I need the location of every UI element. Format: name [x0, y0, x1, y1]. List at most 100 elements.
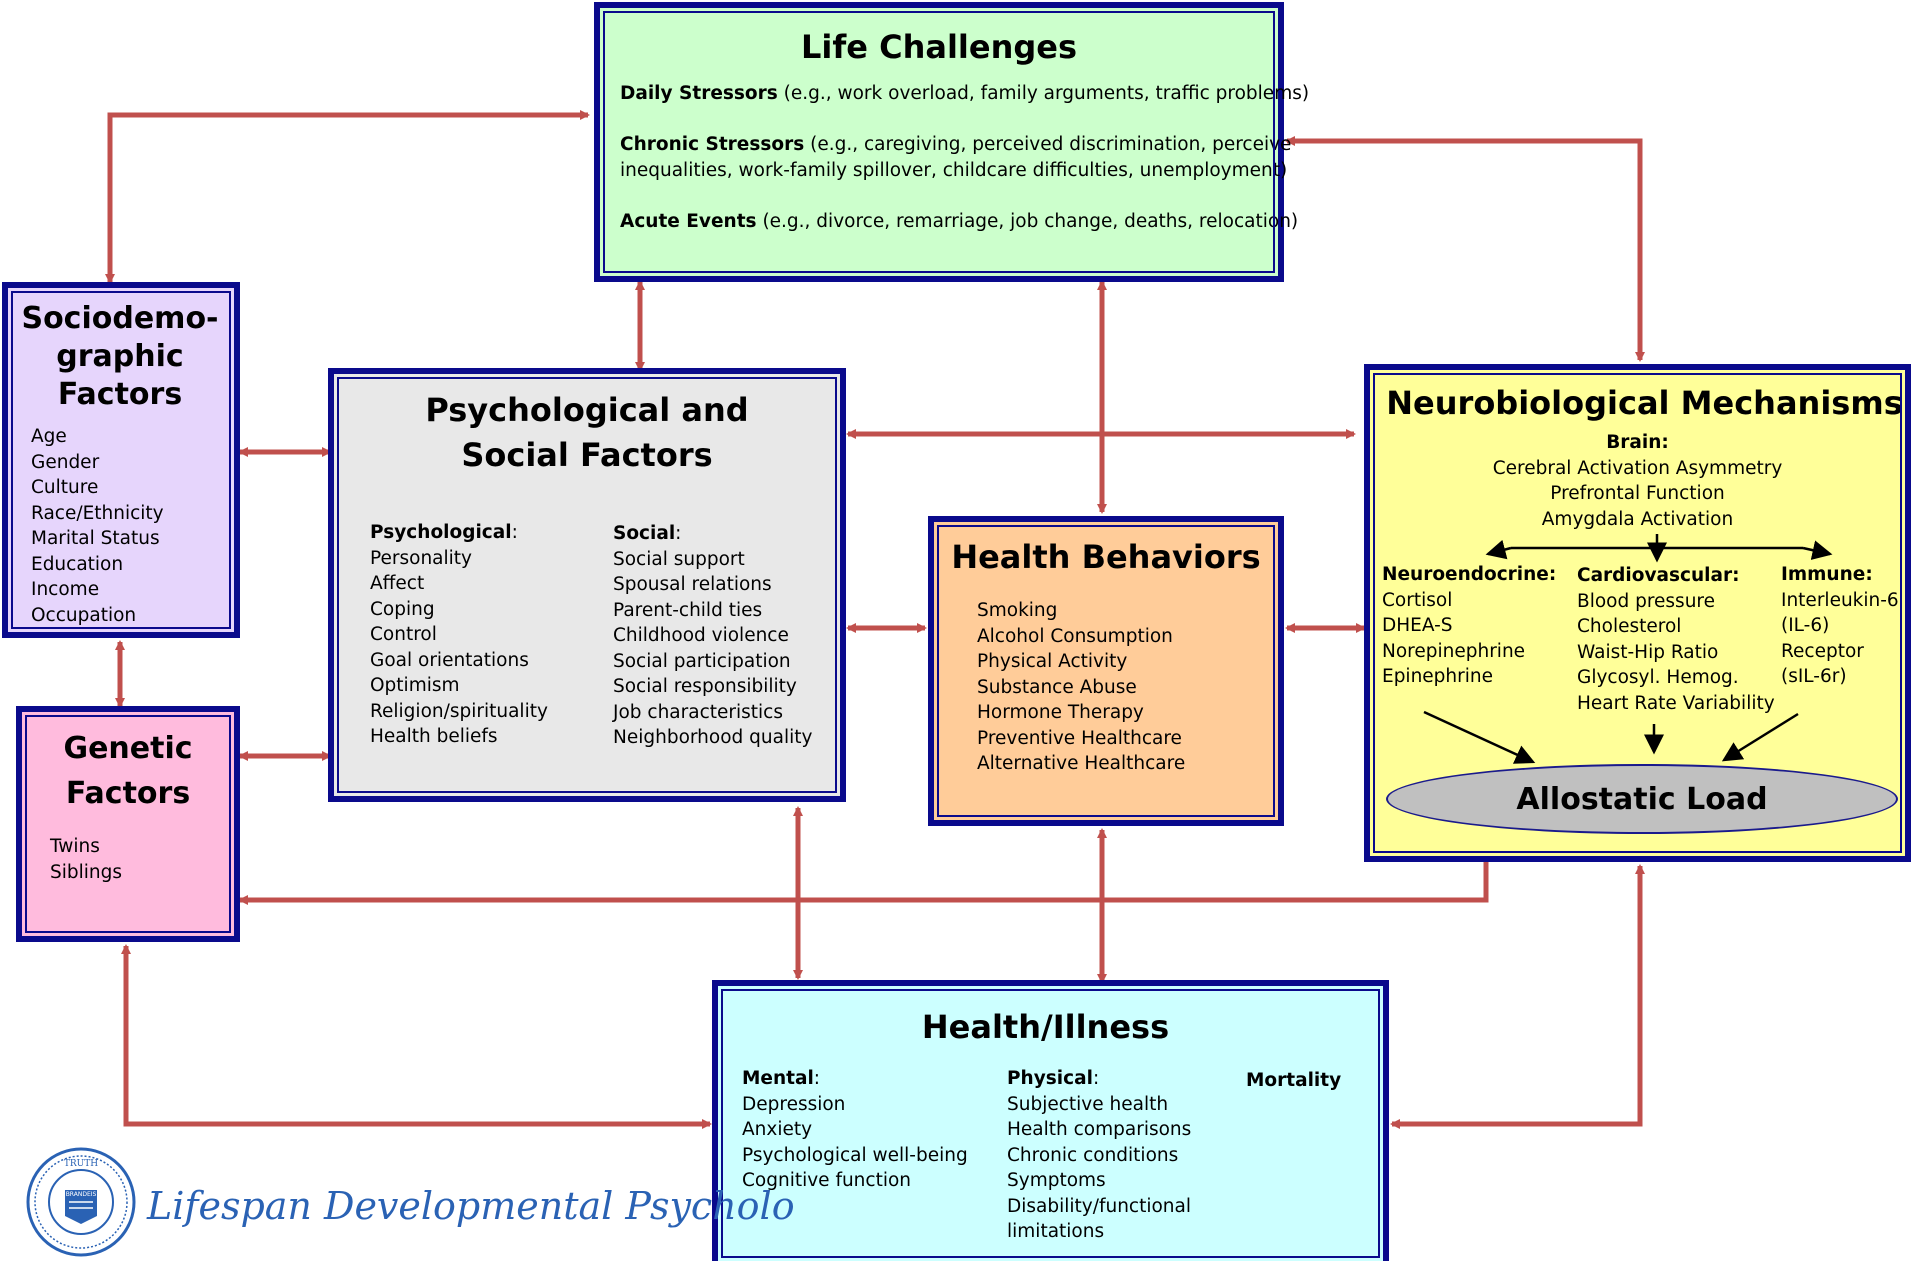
sociodemographic-list: Age Gender Culture Race/Ethnicity Marita…: [31, 424, 164, 628]
psych-social-title-line: Social Factors: [461, 436, 713, 474]
arrow-socio-life: [105, 110, 590, 284]
immune-label: Immune:: [1781, 564, 1873, 585]
list-item: Gender: [31, 451, 100, 473]
immune-list: Immune: Interleukin-6 (IL-6) Receptor (s…: [1781, 562, 1899, 690]
list-item: Childhood violence: [613, 625, 789, 646]
list-item: Alternative Healthcare: [977, 753, 1186, 774]
genetic-list: Twins Siblings: [50, 834, 122, 885]
acute-events-label: Acute Events: [620, 211, 757, 232]
list-item: Norepinephrine: [1382, 640, 1526, 662]
list-item: Education: [31, 553, 124, 575]
psych-social-title: Psychological and Social Factors: [334, 388, 840, 478]
list-item: Social responsibility: [613, 676, 797, 697]
list-item: limitations: [1007, 1221, 1105, 1242]
chronic-stressors-examples-2: inequalities, work-family spillover, chi…: [620, 159, 1288, 181]
physical-label: Physical: [1007, 1068, 1093, 1089]
list-item: Age: [31, 426, 67, 447]
list-item: Job characteristics: [613, 701, 783, 723]
list-item: Twins: [50, 836, 100, 857]
mortality-text: Mortality: [1246, 1068, 1341, 1094]
brain-section: Brain: Cerebral Activation Asymmetry Pre…: [1370, 430, 1905, 532]
list-item: Alcohol Consumption: [977, 625, 1173, 647]
life-challenges-box: Life Challenges Daily Stressors (e.g., w…: [594, 2, 1309, 282]
arrow-neuro-genetic: [238, 850, 1491, 905]
neurobiological-box: Neurobiological Mechanisms Brain: Cerebr…: [1364, 364, 1911, 862]
list-item: Interleukin-6: [1781, 589, 1899, 611]
social-label: Social: [613, 523, 676, 544]
brain-label: Brain:: [1606, 432, 1669, 453]
list-item: Preventive Healthcare: [977, 727, 1182, 749]
sociodemographic-title-line: Factors: [57, 377, 183, 412]
neuroendocrine-label: Neuroendocrine:: [1382, 564, 1557, 585]
list-item: Religion/spirituality: [370, 700, 548, 722]
list-item: Epinephrine: [1382, 666, 1493, 687]
list-item: Health comparisons: [1007, 1119, 1192, 1140]
list-item: (IL-6): [1781, 615, 1830, 636]
genetic-title: Genetic Factors: [22, 726, 234, 816]
social-list: Social: Social support Spousal relations…: [613, 521, 812, 751]
sociodemographic-box: Sociodemo- graphic Factors Age Gender Cu…: [2, 282, 240, 638]
health-illness-title: Health/Illness: [921, 1008, 1170, 1046]
list-item: Siblings: [50, 861, 123, 883]
list-item: Culture: [31, 477, 99, 498]
list-item: Spousal relations: [613, 574, 772, 595]
sociodemographic-title-line: Sociodemo-: [21, 301, 219, 336]
list-item: Symptoms: [1007, 1170, 1106, 1191]
list-item: DHEA-S: [1382, 615, 1453, 636]
chronic-stressors-text: Chronic Stressors (e.g., caregiving, per…: [620, 132, 1291, 183]
mortality-label: Mortality: [1246, 1070, 1342, 1091]
daily-stressors-examples: (e.g., work overload, family arguments, …: [777, 83, 1310, 104]
list-item: Optimism: [370, 675, 460, 696]
seal-center-text: BRANDEIS: [66, 1191, 97, 1198]
chronic-stressors-label: Chronic Stressors: [620, 134, 805, 155]
sociodemographic-title: Sociodemo- graphic Factors: [6, 300, 234, 414]
psychological-list: Psychological: Personality Affect Coping…: [370, 520, 548, 750]
list-item: Heart Rate Variability: [1577, 692, 1775, 714]
list-item: Neighborhood quality: [613, 727, 813, 748]
list-item: Subjective health: [1007, 1093, 1169, 1115]
list-item: Glycosyl. Hemog.: [1577, 667, 1739, 688]
daily-stressors-text: Daily Stressors (e.g., work overload, fa…: [620, 81, 1309, 107]
genetic-title-line: Genetic: [63, 731, 193, 766]
allostatic-load-ellipse: Allostatic Load: [1386, 764, 1898, 834]
list-item: Amygdala Activation: [1541, 508, 1734, 530]
list-item: Income: [31, 579, 100, 600]
list-item: Marital Status: [31, 528, 160, 549]
health-behaviors-list: Smoking Alcohol Consumption Physical Act…: [977, 598, 1185, 777]
life-challenges-title: Life Challenges: [800, 28, 1078, 66]
list-item: Goal orientations: [370, 649, 529, 671]
list-item: Personality: [370, 547, 472, 569]
list-item: Chronic conditions: [1007, 1144, 1179, 1166]
list-item: Hormone Therapy: [977, 702, 1144, 723]
list-item: Smoking: [977, 600, 1058, 621]
list-item: Disability/functional: [1007, 1195, 1192, 1217]
allostatic-load-label: Allostatic Load: [1516, 781, 1768, 817]
genetic-title-line: Factors: [65, 776, 191, 811]
genetic-box: Genetic Factors Twins Siblings: [16, 706, 240, 942]
acute-events-examples: (e.g., divorce, remarriage, job change, …: [756, 211, 1299, 232]
list-item: Blood pressure: [1577, 590, 1716, 612]
list-item: Physical Activity: [977, 651, 1128, 672]
chronic-stressors-examples-1: (e.g., caregiving, perceived discriminat…: [804, 134, 1292, 155]
daily-stressors-label: Daily Stressors: [620, 83, 778, 104]
psych-social-title-line: Psychological and: [425, 391, 749, 429]
list-item: Psychological well-being: [742, 1144, 968, 1166]
list-item: Social support: [613, 548, 745, 570]
list-item: Cortisol: [1382, 589, 1453, 611]
neuroendocrine-list: Neuroendocrine: Cortisol DHEA-S Norepine…: [1382, 562, 1556, 690]
list-item: Cholesterol: [1577, 616, 1682, 637]
arrow-life-neuro: [1285, 136, 1645, 362]
health-behaviors-title: Health Behaviors: [951, 538, 1261, 576]
health-illness-box: Health/Illness Mental: Depression Anxiet…: [712, 980, 1389, 1261]
list-item: Coping: [370, 598, 435, 620]
arrow-neuro-health: [1390, 864, 1645, 1129]
acute-events-text: Acute Events (e.g., divorce, remarriage,…: [620, 209, 1298, 235]
cardiovascular-label: Cardiovascular:: [1577, 565, 1740, 586]
psychological-label: Psychological: [370, 522, 512, 543]
list-item: Anxiety: [742, 1119, 813, 1140]
cardiovascular-list: Cardiovascular: Blood pressure Cholester…: [1577, 563, 1775, 716]
list-item: Depression: [742, 1093, 846, 1115]
mental-label: Mental: [742, 1068, 814, 1089]
list-item: Occupation: [31, 604, 137, 626]
list-item: (sIL-6r): [1781, 666, 1847, 687]
